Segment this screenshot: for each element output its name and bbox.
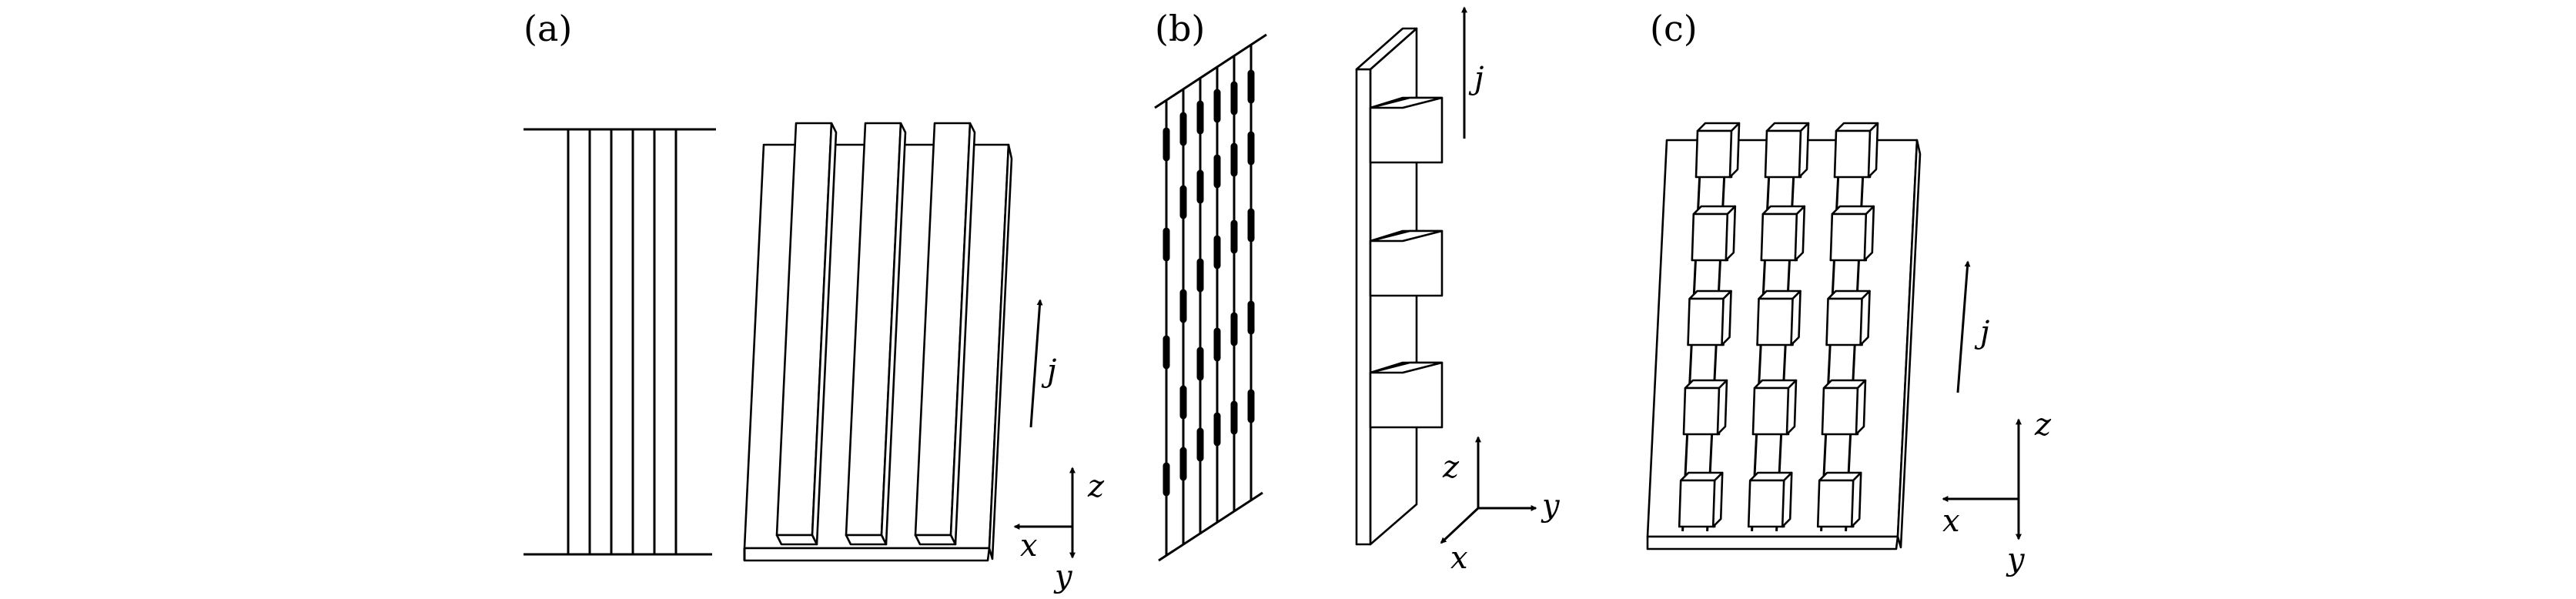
strip-top-face: [1355, 27, 1418, 71]
block-side-face: [1855, 379, 1867, 436]
block-side-face: [1859, 289, 1871, 346]
panel-b-axes: z y x: [1440, 436, 1561, 576]
block-side-face: [1785, 379, 1798, 436]
block: [1747, 479, 1785, 528]
current-label: j: [1974, 315, 1989, 350]
block: [1821, 387, 1859, 436]
tooth: [1369, 361, 1444, 429]
block-side-face: [1711, 471, 1724, 528]
bottom-boundary-line: [1158, 491, 1263, 562]
block-side-face: [1863, 205, 1875, 262]
tooth: [1369, 229, 1444, 297]
y-axis-label: y: [1541, 488, 1561, 524]
current-direction-arrow: [1029, 299, 1043, 428]
block: [1751, 387, 1790, 436]
wire-segments: [1163, 69, 1255, 497]
strip-front-face: [1355, 68, 1372, 546]
block-side-face: [1728, 122, 1741, 179]
block: [1694, 129, 1733, 179]
y-axis-label: y: [2006, 542, 2026, 577]
current-label: j: [1468, 61, 1484, 96]
top-boundary-line: [1154, 33, 1267, 109]
block: [1687, 297, 1725, 346]
z-axis-label: z: [1087, 469, 1105, 504]
current-direction-arrow: [1956, 260, 1971, 393]
y-axis-label: y: [1053, 559, 1073, 594]
block-side-face: [1850, 471, 1862, 528]
panel-c-axes: z x y: [1942, 407, 2052, 577]
block: [1764, 129, 1802, 179]
panel-a: (a): [524, 8, 1105, 594]
slab-side-face: [1896, 139, 1922, 549]
z-axis-label: z: [2034, 407, 2052, 443]
block: [1829, 212, 1868, 262]
block: [1756, 297, 1794, 346]
panel-a-current-arrow: j: [1029, 299, 1056, 428]
block-side-face: [1725, 205, 1737, 262]
panel-b: (b): [1154, 6, 1561, 576]
x-axis-label: x: [1450, 540, 1468, 576]
block-side-face: [1790, 289, 1802, 346]
current-label: j: [1041, 353, 1056, 389]
panel-b-wire-array: [1154, 33, 1267, 562]
panel-c-label: (c): [1650, 8, 1698, 49]
block-side-face: [1867, 122, 1879, 179]
block: [1816, 479, 1855, 528]
x-axis-arrow: [1440, 507, 1480, 544]
panel-b-tooth-strip: [1355, 27, 1444, 546]
z-axis-label: z: [1442, 450, 1460, 485]
panel-a-wire-array: [524, 128, 716, 556]
x-axis-label: x: [1942, 504, 1960, 539]
block: [1678, 479, 1716, 528]
block-side-face: [1721, 289, 1732, 346]
block: [1833, 129, 1872, 179]
panel-c-current-arrow: j: [1956, 260, 1989, 393]
slab-front-face: [743, 547, 991, 562]
block-side-face: [1798, 122, 1810, 179]
x-axis-label: x: [1020, 528, 1038, 564]
block: [1691, 212, 1729, 262]
block-side-face: [1716, 379, 1728, 436]
slab-front-face: [1646, 535, 1899, 550]
tooth: [1369, 96, 1444, 164]
block-side-face: [1781, 471, 1793, 528]
block: [1760, 212, 1798, 262]
panel-c: (c) j z x y: [1646, 8, 2052, 577]
block-side-face: [1794, 205, 1806, 262]
panel-b-label: (b): [1155, 8, 1205, 49]
block: [1682, 387, 1721, 436]
panel-c-block-columns: [1678, 122, 1879, 532]
panel-a-axes: z x y: [1013, 467, 1105, 594]
slab-side-face: [988, 143, 1013, 561]
panel-b-current-arrow: j: [1461, 6, 1484, 139]
panel-a-ridged-slab: [743, 122, 1013, 562]
block: [1825, 297, 1863, 346]
panel-a-label: (a): [524, 8, 572, 49]
